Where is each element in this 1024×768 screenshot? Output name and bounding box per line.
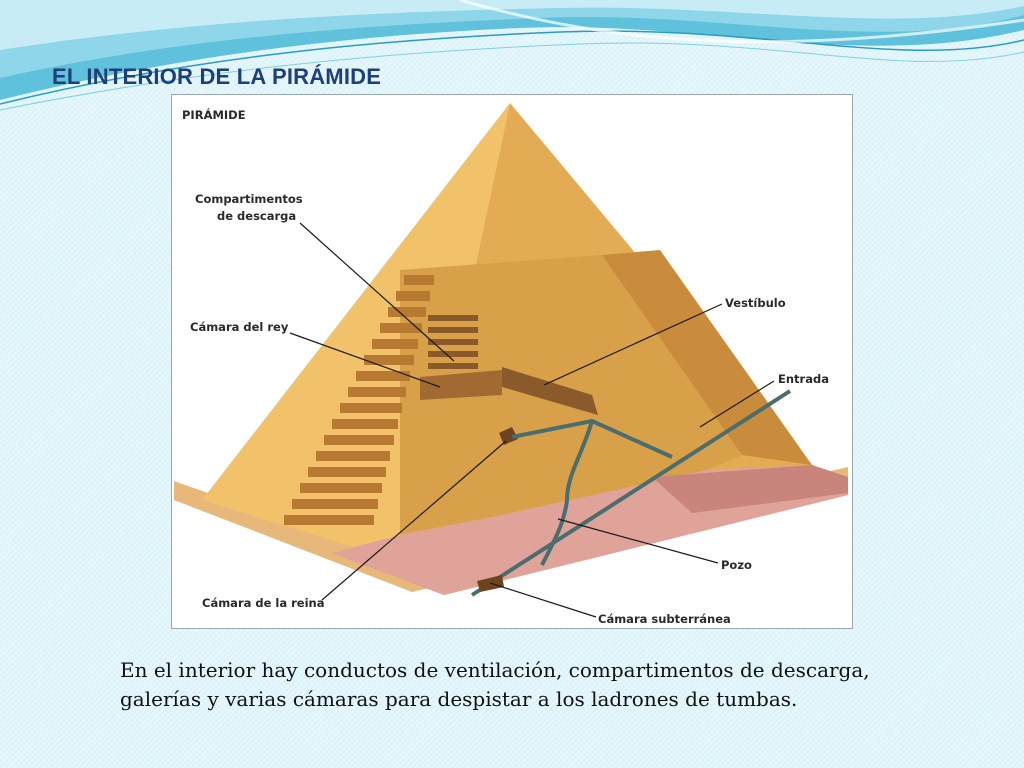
pyramid-cutaway-diagram: PIRÁMIDE Compartimentos de descarga Cáma… bbox=[171, 94, 853, 629]
caption-line-2: galerías y varias cámaras para despistar… bbox=[120, 687, 798, 711]
leader-relief-chambers bbox=[299, 222, 455, 362]
label-subterranean-chamber: Cámara subterránea bbox=[598, 612, 731, 626]
header-wave-decoration bbox=[0, 0, 1024, 111]
leader-vestibule bbox=[543, 303, 723, 386]
pyramid-illustration: PIRÁMIDE Compartimentos de descarga Cáma… bbox=[174, 103, 848, 626]
leader-shaft bbox=[557, 518, 719, 564]
descending-passage bbox=[470, 389, 792, 597]
leader-entrance bbox=[699, 380, 775, 428]
kings-chamber bbox=[420, 370, 502, 400]
staircase-edge bbox=[284, 275, 434, 525]
well-shaft bbox=[540, 420, 594, 566]
leader-kings-chamber bbox=[289, 332, 441, 388]
label-relief-chambers-line1: Compartimentos bbox=[195, 192, 303, 206]
queens-chamber bbox=[499, 427, 518, 445]
relief-chambers bbox=[428, 315, 478, 369]
leader-subterranean-chamber bbox=[489, 582, 597, 618]
caption-line-1: En el interior hay conductos de ventilac… bbox=[120, 658, 870, 682]
ground-slab bbox=[174, 467, 848, 592]
bedrock-shade bbox=[652, 465, 848, 513]
grand-gallery bbox=[502, 367, 598, 415]
label-vestibule: Vestíbulo bbox=[725, 296, 786, 310]
label-shaft: Pozo bbox=[721, 558, 752, 572]
leader-queens-chamber bbox=[321, 440, 507, 601]
label-relief-chambers-line2: de descarga bbox=[217, 209, 296, 223]
slide-caption: En el interior hay conductos de ventilac… bbox=[120, 656, 980, 714]
diagram-heading: PIRÁMIDE bbox=[182, 107, 246, 122]
label-kings-chamber: Cámara del rey bbox=[190, 320, 289, 334]
slide-title: EL INTERIOR DE LA PIRÁMIDE bbox=[52, 64, 382, 89]
label-queens-chamber: Cámara de la reina bbox=[202, 596, 324, 610]
label-entrance: Entrada bbox=[778, 372, 829, 386]
